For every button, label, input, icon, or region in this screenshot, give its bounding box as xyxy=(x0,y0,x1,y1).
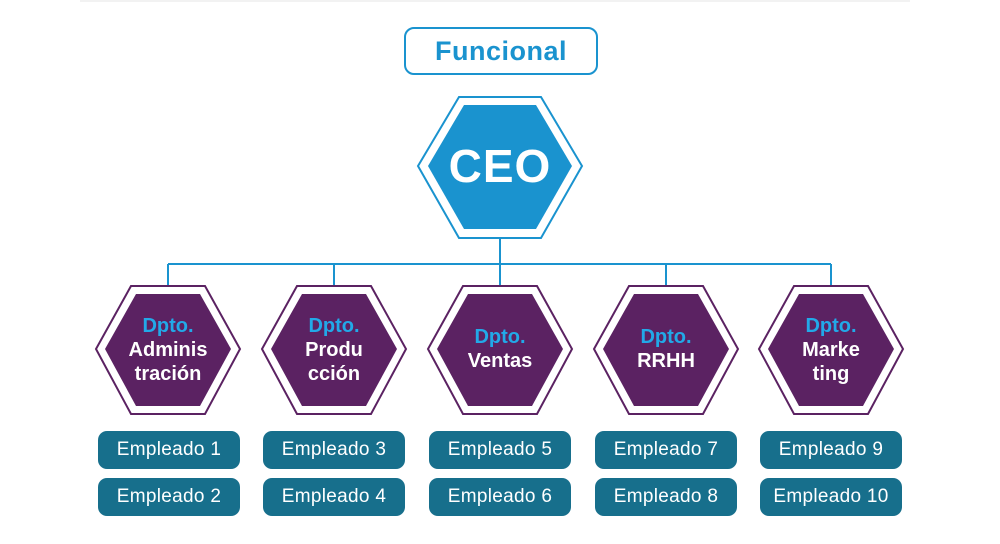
dept-label-administracion: Dpto. Adminis tración xyxy=(98,314,238,386)
employee-box: Empleado 7 xyxy=(595,431,737,469)
dept-node-2 xyxy=(260,285,408,415)
dept-prefix: Dpto. xyxy=(308,315,360,337)
employee-box: Empleado 2 xyxy=(98,478,240,516)
dept-name-line: Adminis xyxy=(128,339,208,361)
dept-node-4 xyxy=(592,285,740,415)
dept-prefix: Dpto. xyxy=(805,315,857,337)
dept-name-line: Marke xyxy=(802,339,860,361)
employee-box: Empleado 3 xyxy=(263,431,405,469)
dept-prefix: Dpto. xyxy=(474,326,526,348)
dept-node-1 xyxy=(94,285,242,415)
connectors xyxy=(167,238,832,290)
dept-label-produccion: Dpto. Produ cción xyxy=(264,314,404,386)
dept-name-line: tración xyxy=(134,363,202,385)
dept-name-line: ting xyxy=(812,363,850,385)
ceo-label: CEO xyxy=(448,140,552,192)
ceo-node xyxy=(416,96,584,239)
dept-node-5 xyxy=(757,285,905,415)
dept-prefix: Dpto. xyxy=(640,326,692,348)
dept-name-line: cción xyxy=(307,363,361,385)
dept-name-line: Produ xyxy=(305,339,363,361)
dept-name-line: Ventas xyxy=(467,350,533,372)
dept-label-marketing: Dpto. Marke ting xyxy=(761,314,901,386)
employee-box: Empleado 1 xyxy=(98,431,240,469)
ceo-hexagon xyxy=(428,105,572,229)
employee-box: Empleado 8 xyxy=(595,478,737,516)
employee-box: Empleado 9 xyxy=(760,431,902,469)
employee-box: Empleado 5 xyxy=(429,431,571,469)
top-divider xyxy=(80,0,910,2)
chart-title: Funcional xyxy=(404,27,598,75)
employee-box: Empleado 10 xyxy=(760,478,902,516)
employee-box: Empleado 6 xyxy=(429,478,571,516)
dept-node-3 xyxy=(426,285,574,415)
employee-box: Empleado 4 xyxy=(263,478,405,516)
dept-prefix: Dpto. xyxy=(142,315,194,337)
dept-label-rrhh: Dpto. RRHH xyxy=(596,325,736,373)
dept-name-line: RRHH xyxy=(637,350,695,372)
dept-label-ventas: Dpto. Ventas xyxy=(430,325,570,373)
